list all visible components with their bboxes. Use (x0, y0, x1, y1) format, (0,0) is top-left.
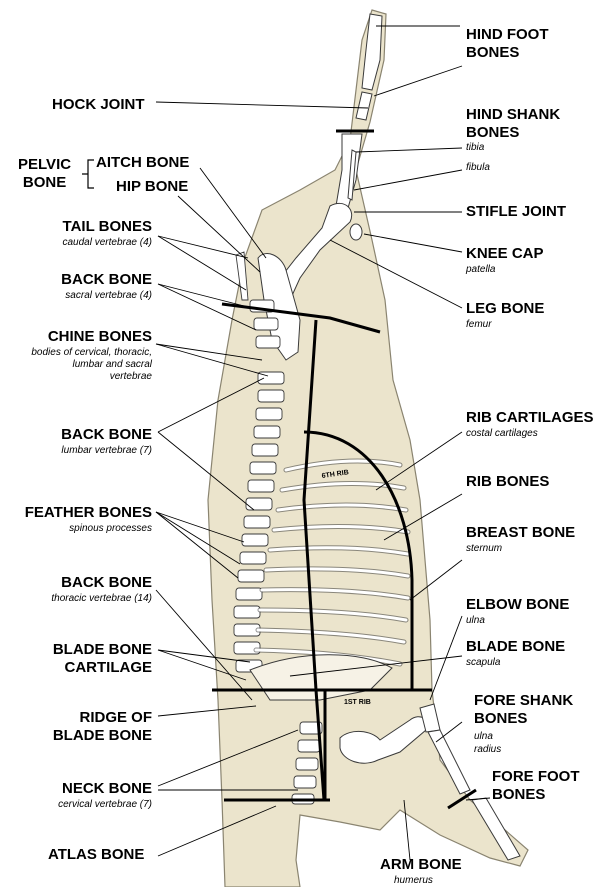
back-bone-lumbar-sub-label: lumbar vertebrae (7) (61, 445, 152, 457)
back-bone-lumbar-label: BACK BONE (61, 426, 152, 444)
neck-bone-label: NECK BONE (62, 780, 152, 798)
breast-bone-sub-label: sternum (466, 543, 502, 555)
hock-joint-label: HOCK JOINT (52, 96, 145, 114)
leg-bone-sub-label: femur (466, 319, 492, 331)
fore-shank-bones-label: FORE SHANK BONES (474, 692, 573, 728)
fore-foot-bones-label: FORE FOOT BONES (492, 768, 580, 804)
hip-bone-label: HIP BONE (116, 178, 188, 196)
arm-bone-label: ARM BONE (380, 856, 462, 874)
back-bone-thoracic-sub-label: thoracic vertebrae (14) (51, 593, 152, 605)
hind-foot-bones-label: HIND FOOT BONES (466, 26, 549, 62)
first-rib-label: 1ST RIB (344, 699, 371, 706)
back-bone-sacral-label: BACK BONE (61, 271, 152, 289)
blade-bone-label: BLADE BONE (466, 638, 565, 656)
blade-bone-cartilage-label: BLADE BONE CARTILAGE (53, 641, 152, 677)
rib-cartilages-sub-label: costal cartilages (466, 428, 538, 440)
stifle-joint-label: STIFLE JOINT (466, 203, 566, 221)
pelvic-bone-label: PELVIC BONE (18, 156, 71, 192)
back-bone-sacral-sub-label: sacral vertebrae (4) (65, 290, 152, 302)
tail-bones-label: TAIL BONES (63, 218, 152, 236)
leg-bone-label: LEG BONE (466, 300, 544, 318)
arm-bone-sub-label: humerus (394, 875, 433, 887)
fibula-label: fibula (466, 162, 490, 174)
atlas-bone-label: ATLAS BONE (48, 846, 144, 864)
hind-shank-bones-label: HIND SHANK BONES (466, 106, 560, 142)
breast-bone-label: BREAST BONE (466, 524, 575, 542)
rib-cartilages-label: RIB CARTILAGES (466, 409, 594, 427)
blade-bone-sub-label: scapula (466, 657, 500, 669)
aitch-bone-label: AITCH BONE (96, 154, 189, 172)
fore-shank-ulna-label: ulna (474, 731, 493, 743)
ridge-of-blade-bone-label: RIDGE OF BLADE BONE (53, 709, 152, 745)
feather-bones-sub-label: spinous processes (69, 523, 152, 535)
back-bone-thoracic-label: BACK BONE (61, 574, 152, 592)
tibia-label: tibia (466, 142, 484, 154)
feather-bones-label: FEATHER BONES (25, 504, 152, 522)
knee-cap-label: KNEE CAP (466, 245, 544, 263)
rib-bones-label: RIB BONES (466, 473, 549, 491)
elbow-bone-label: ELBOW BONE (466, 596, 569, 614)
chine-bones-label: CHINE BONES (48, 328, 152, 346)
pelvic-bracket (82, 160, 94, 188)
neck-bone-sub-label: cervical vertebrae (7) (58, 799, 152, 811)
fore-shank-radius-label: radius (474, 744, 501, 756)
tail-bones-sub-label: caudal vertebrae (4) (63, 237, 153, 249)
knee-cap-sub-label: patella (466, 264, 495, 276)
chine-bones-sub-label: bodies of cervical, thoracic, lumbar and… (31, 347, 152, 383)
elbow-bone-sub-label: ulna (466, 615, 485, 627)
